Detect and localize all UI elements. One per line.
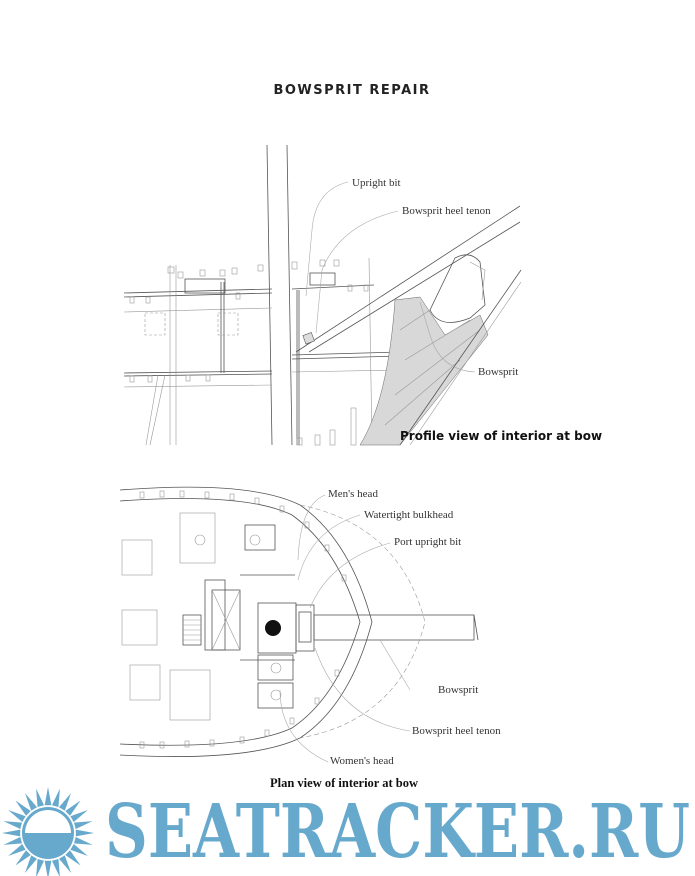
sun-ray xyxy=(75,829,94,837)
label-upright-bit: Upright bit xyxy=(352,177,401,189)
label-bowsprit-heel-tenon: Bowsprit heel tenon xyxy=(402,205,491,217)
label-watertight-bulkhead: Watertight bulkhead xyxy=(364,509,454,521)
label-port-upright-bit: Port upright bit xyxy=(394,536,461,548)
sun-ray xyxy=(51,788,60,808)
label-plan-heel-tenon: Bowsprit heel tenon xyxy=(412,725,501,737)
label-mens-head: Men's head xyxy=(328,488,378,500)
sun-ray xyxy=(73,836,93,845)
sun-ray xyxy=(51,858,60,876)
watermark-text: SEATRACKER.RU xyxy=(105,789,690,875)
label-bowsprit: Bowsprit xyxy=(478,366,518,378)
sun-ray xyxy=(36,858,45,876)
sun-ray xyxy=(3,836,23,845)
mast-hole xyxy=(265,620,281,636)
sun-ray xyxy=(44,860,52,876)
plan-caption: Plan view of interior at bow xyxy=(270,776,418,790)
sun-ray xyxy=(25,793,38,811)
profile-caption: Profile view of interior at bow xyxy=(400,429,602,443)
sun-ray xyxy=(70,810,88,823)
label-womens-head: Women's head xyxy=(330,755,394,767)
label-plan-bowsprit: Bowsprit xyxy=(438,684,478,696)
sun-ray xyxy=(36,788,45,808)
seatracker-sun-logo xyxy=(2,787,94,876)
profile-view-drawing: Upright bit Bowsprit heel tenon Bowsprit… xyxy=(123,144,602,446)
sun-ray xyxy=(3,821,23,830)
sun-ray xyxy=(15,850,31,866)
sun-ray xyxy=(70,843,88,856)
sun-ray xyxy=(8,810,26,823)
sun-ray xyxy=(65,800,81,816)
sun-ray xyxy=(25,855,38,873)
sun-ray xyxy=(8,843,26,856)
sun-ray xyxy=(73,821,93,830)
sun-ray xyxy=(44,787,52,806)
sun-ray xyxy=(58,793,71,811)
sun-ray xyxy=(65,850,81,866)
sun-ray xyxy=(58,855,71,873)
sun-ray xyxy=(2,829,21,837)
sun-ray xyxy=(15,800,31,816)
plan-view-drawing: Men's head Watertight bulkhead Port upri… xyxy=(119,486,501,790)
page-title: BOWSPRIT REPAIR xyxy=(273,83,430,98)
